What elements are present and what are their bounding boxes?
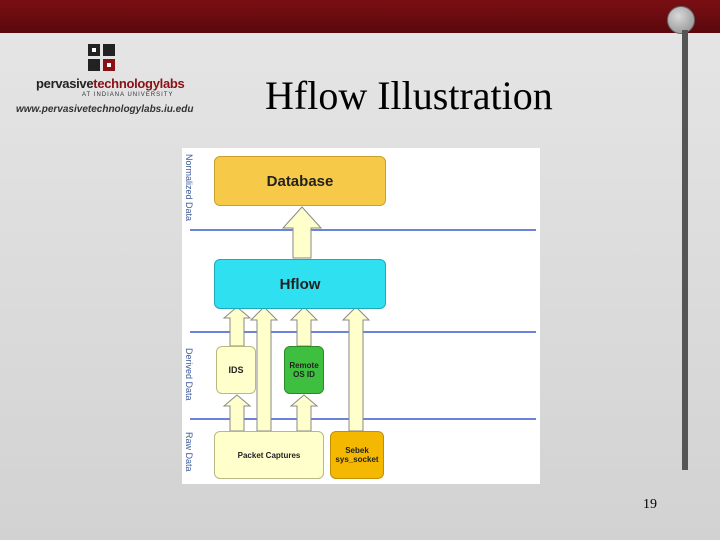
hflow-box: Hflow xyxy=(214,259,386,309)
arrow-hflow-to-database xyxy=(281,206,323,259)
packet-captures-box: Packet Captures xyxy=(214,431,324,479)
remote-os-id-box: Remote OS ID xyxy=(284,346,324,394)
ids-box: IDS xyxy=(216,346,256,394)
corner-circle-icon xyxy=(667,6,695,34)
separator-line-1 xyxy=(190,229,536,231)
database-box: Database xyxy=(214,156,386,206)
band-label-raw: Raw Data xyxy=(184,432,194,472)
remote-os-id-label-line2: OS ID xyxy=(293,370,315,379)
page-number: 19 xyxy=(643,497,657,512)
logo: pervasivetechnologylabs AT INDIANA UNIVE… xyxy=(16,44,220,124)
hflow-diagram: Normalized Data Derived Data Raw Data Da… xyxy=(182,148,540,484)
packet-captures-label: Packet Captures xyxy=(237,450,301,460)
arrow-packet-to-ids xyxy=(222,394,252,432)
right-edge-strip xyxy=(682,30,688,470)
remote-os-id-label-line1: Remote xyxy=(289,361,319,370)
arrow-packet-to-hflow xyxy=(249,306,279,432)
top-bar xyxy=(0,0,720,33)
logo-mark-icon xyxy=(88,44,116,74)
band-label-derived: Derived Data xyxy=(184,348,194,401)
slide-title: Hflow Illustration xyxy=(265,73,553,118)
sebek-box: Sebek sys_socket xyxy=(330,431,384,479)
ids-label: IDS xyxy=(228,365,244,375)
logo-url: www.pervasivetechnologylabs.iu.edu xyxy=(16,104,194,115)
logo-subtitle: AT INDIANA UNIVERSITY xyxy=(82,92,174,98)
arrows-layer xyxy=(222,206,371,432)
arrow-remote-to-hflow xyxy=(289,306,319,347)
database-label: Database xyxy=(266,172,334,190)
sebek-label-line2: sys_socket xyxy=(335,455,379,464)
hflow-label: Hflow xyxy=(279,275,321,293)
arrow-sebek-to-hflow xyxy=(341,306,371,432)
band-label-normalized: Normalized Data xyxy=(184,154,194,222)
logo-name: pervasivetechnologylabs xyxy=(36,76,185,91)
sebek-label-line1: Sebek xyxy=(345,446,369,455)
arrow-packet-to-remote xyxy=(289,394,319,432)
arrow-ids-to-hflow xyxy=(222,306,252,347)
